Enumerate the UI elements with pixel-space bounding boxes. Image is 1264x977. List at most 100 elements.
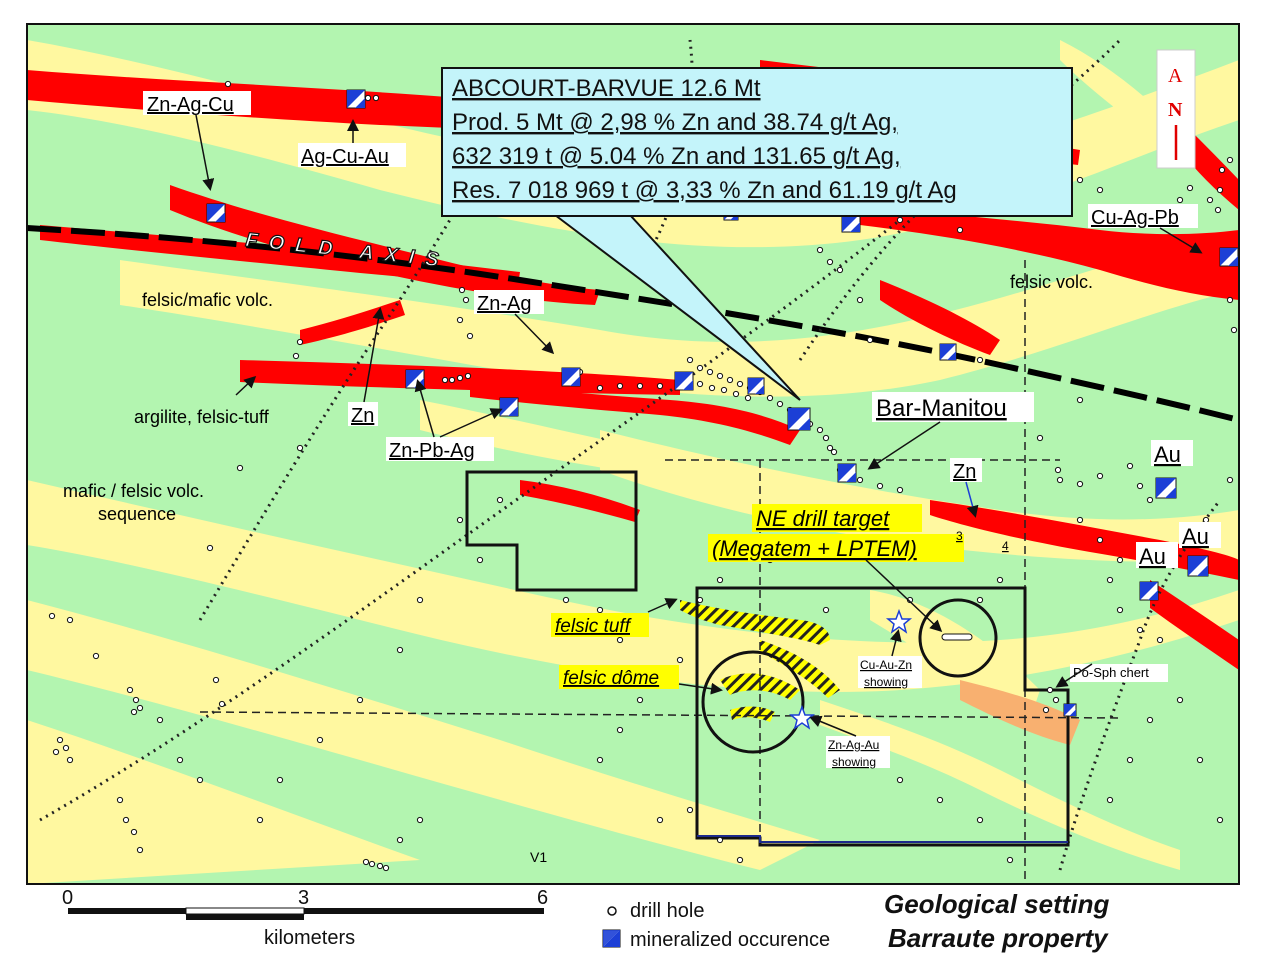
drill-hole-marker <box>416 596 424 604</box>
mineralized-occurrences <box>206 89 1239 717</box>
drill-hole-marker <box>448 376 456 384</box>
drill-hole-marker <box>1206 196 1214 204</box>
label-argilite: argilite, felsic-tuff <box>134 407 270 427</box>
label-cu-ag-pb: Cu-Ag-Pb <box>1091 207 1179 229</box>
label-number-3: 3 <box>956 529 963 543</box>
drill-hole-marker <box>976 816 984 824</box>
drill-hole-marker <box>1116 606 1124 614</box>
drill-hole-marker <box>822 606 830 614</box>
drill-hole-marker <box>122 816 130 824</box>
drill-hole-marker <box>1156 636 1164 644</box>
drill-hole-marker <box>686 356 694 364</box>
mineralized-occurrence-marker <box>674 371 694 391</box>
mineralized-occurrence-marker <box>206 203 226 223</box>
drill-hole-marker <box>1096 472 1104 480</box>
drill-hole-marker <box>716 836 724 844</box>
map-border <box>26 23 1240 885</box>
drill-hole-marker <box>686 806 694 814</box>
drill-hole-marker <box>382 864 390 872</box>
mineralized-occurrence-marker <box>499 397 519 417</box>
drill-hole-marker <box>616 382 624 390</box>
label-ne-drill-target: NE drill target <box>756 506 890 531</box>
label-zn-ag-au-showing: showing <box>832 755 876 769</box>
label-cu-au-zn: Cu-Au-Zn <box>860 658 912 672</box>
drill-hole-marker <box>726 376 734 384</box>
drill-hole-marker <box>1216 186 1224 194</box>
drill-hole-marker <box>218 700 226 708</box>
drill-hole-marker <box>1176 196 1184 204</box>
drill-hole-marker <box>616 636 624 644</box>
label-felsic-mafic: felsic/mafic volc. <box>142 290 273 310</box>
label-mafic-sequence-1: mafic / felsic volc. <box>63 481 204 501</box>
drill-hole-marker <box>496 496 504 504</box>
drill-hole-marker <box>224 80 232 88</box>
drill-hole-marker <box>696 380 704 388</box>
drill-hole-marker <box>856 476 864 484</box>
drill-hole-marker <box>1176 696 1184 704</box>
drill-hole-marker <box>1230 326 1238 334</box>
drill-hole-marker <box>744 394 752 402</box>
drill-hole-marker <box>256 816 264 824</box>
drill-hole-marker <box>456 316 464 324</box>
drill-hole-marker <box>936 796 944 804</box>
mineralized-occurrence-marker <box>787 407 811 431</box>
drill-hole-marker <box>996 576 1004 584</box>
mineralized-occurrence-marker <box>939 343 957 361</box>
mineralized-occurrence-marker <box>405 369 425 389</box>
drill-hole-marker <box>126 686 134 694</box>
drill-hole-marker <box>1196 756 1204 764</box>
mineralized-occurrence-marker <box>841 213 861 233</box>
drill-hole-marker <box>596 606 604 614</box>
drill-hole-marker <box>1076 480 1084 488</box>
drill-hole-icon <box>607 906 617 916</box>
north-symbol: A <box>1168 65 1183 87</box>
drill-hole-marker <box>896 486 904 494</box>
drill-hole-marker <box>132 696 140 704</box>
label-po-sph-chert: Po-Sph chert <box>1073 665 1149 680</box>
callout-line-2: Prod. 5 Mt @ 2,98 % Zn and 38.74 g/t Ag, <box>452 109 898 136</box>
callout-line-3: 632 319 t @ 5.04 % Zn and 131.65 g/t Ag, <box>452 143 901 170</box>
drill-hole-marker <box>1006 856 1014 864</box>
drill-hole-marker <box>1186 184 1194 192</box>
drill-hole-marker <box>1226 156 1234 164</box>
felsic-tuff-dome <box>680 600 840 722</box>
drill-hole-marker <box>1076 396 1084 404</box>
drill-hole-marker <box>708 384 716 392</box>
drill-hole-marker <box>776 400 784 408</box>
drill-hole-marker <box>206 544 214 552</box>
drill-hole-marker <box>1056 476 1064 484</box>
drill-hole-marker <box>732 390 740 398</box>
label-zn-ag: Zn-Ag <box>477 293 531 315</box>
label-mafic-sequence-2: sequence <box>98 504 176 524</box>
scale-tick-0: 0 <box>62 887 73 909</box>
scale-tick-6: 6 <box>537 887 548 909</box>
title-line-2: Barraute property <box>888 923 1109 953</box>
label-v1: V1 <box>530 849 547 865</box>
drill-hole-marker <box>276 776 284 784</box>
drill-hole-marker <box>296 338 304 346</box>
drill-hole-marker <box>866 336 874 344</box>
mineralized-occurrence-marker <box>837 463 857 483</box>
drill-hole-marker <box>66 616 74 624</box>
drill-hole-marker <box>136 846 144 854</box>
drill-hole-marker <box>1036 434 1044 442</box>
drill-hole-marker <box>196 776 204 784</box>
drill-hole-marker <box>1226 296 1234 304</box>
drill-hole-marker <box>706 368 714 376</box>
drill-hole-marker <box>1126 462 1134 470</box>
drill-hole-marker <box>1146 496 1154 504</box>
drill-hole-marker <box>364 94 372 102</box>
drill-hole-marker <box>136 704 144 712</box>
drill-hole-marker <box>1126 756 1134 764</box>
drill-hole-marker <box>1218 166 1226 174</box>
drill-hole-marker <box>896 216 904 224</box>
mineralized-occurrence-marker <box>1139 581 1159 601</box>
label-number-4: 4 <box>1002 539 1009 553</box>
drill-hole-marker <box>736 856 744 864</box>
drill-hole-marker <box>1146 716 1154 724</box>
drill-hole-marker <box>130 708 138 716</box>
drill-hole-marker <box>1076 516 1084 524</box>
drill-hole-marker <box>676 656 684 664</box>
label-zn-pb-ag: Zn-Pb-Ag <box>389 440 475 462</box>
